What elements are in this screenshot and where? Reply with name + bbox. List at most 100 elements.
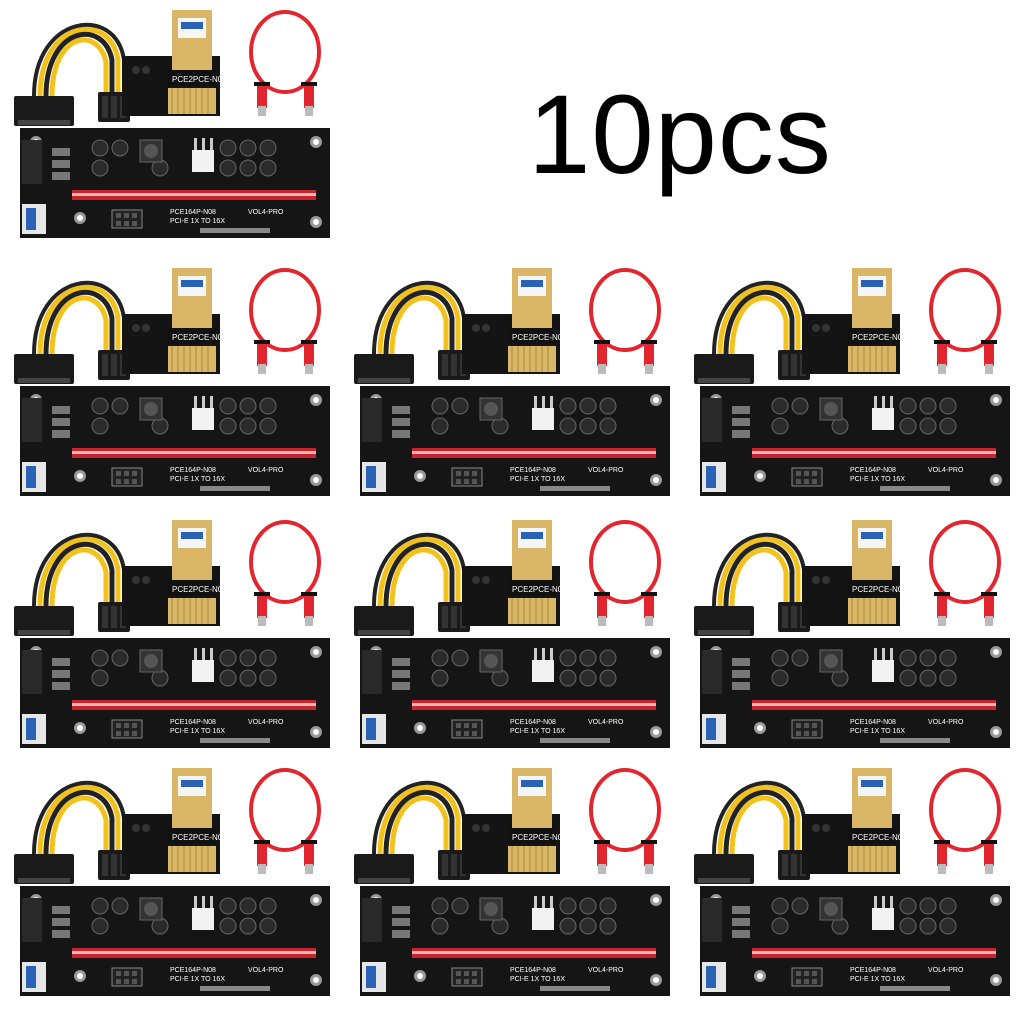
power-cable [354,780,470,884]
capacitors [91,397,277,435]
adapter-label: PCE2PCE-N05 [852,333,907,342]
riser-label-version: VOL4-PRO [928,467,964,474]
riser-board: PCE164P-N08 PCI-E 1X TO 16X VOL4-PRO [360,886,670,996]
pcie-1x-adapter: PCE2PCE-N05 [802,268,907,374]
adapter-label: PCE2PCE-N05 [172,833,227,842]
riser-kit-9: PCE2PCE-N05 [340,758,680,1008]
riser-board: PCE164P-N08 PCI-E 1X TO 16X VOL4-PRO [700,886,1010,996]
riser-label-version: VOL4-PRO [588,719,624,726]
usb-cable [929,768,1001,874]
sata-power-connector [694,606,754,636]
riser-kit-7: PCE2PCE-N05 [680,510,1020,760]
usb-cable [929,268,1001,374]
riser-label-spec: PCI-E 1X TO 16X [510,976,565,983]
power-cable [14,22,130,126]
riser-label-spec: PCI-E 1X TO 16X [170,728,225,735]
riser-kit-10: PCE2PCE-N05 [680,758,1020,1008]
capacitors [431,897,617,935]
riser-kit-1: PCE2PCE-N05 [0,0,340,250]
riser-label-model: PCE164P-N08 [170,467,216,474]
usb-cable [249,768,321,874]
riser-board: PCE164P-N08 PCI-E 1X TO 16X VOL4-PRO [20,638,330,748]
riser-board: PCE164P-N08 PCI-E 1X TO 16X VOL4-PRO [700,386,1010,496]
riser-kit-4: PCE2PCE-N05 [680,258,1020,508]
pcie-1x-adapter: PCE2PCE-N05 [802,520,907,626]
riser-label-version: VOL4-PRO [588,967,624,974]
sata-power-connector [694,354,754,384]
pcie-1x-adapter: PCE2PCE-N05 [122,268,227,374]
usb-cable [249,10,321,116]
riser-label-spec: PCI-E 1X TO 16X [850,476,905,483]
usb-cable [929,520,1001,626]
riser-label-model: PCE164P-N08 [170,719,216,726]
riser-label-version: VOL4-PRO [928,967,964,974]
riser-label-model: PCE164P-N08 [510,719,556,726]
power-cable [14,280,130,384]
sata-power-connector [354,606,414,636]
usb-cable [249,268,321,374]
gold-fingers [508,846,556,872]
riser-board: PCE164P-N08 PCI-E 1X TO 16X VOL4-PRO [360,638,670,748]
riser-label-spec: PCI-E 1X TO 16X [850,728,905,735]
adapter-label: PCE2PCE-N05 [172,333,227,342]
riser-board: PCE164P-N08 PCI-E 1X TO 16X VOL4-PRO [20,886,330,996]
pcie-1x-adapter: PCE2PCE-N05 [462,520,567,626]
sata-power-connector [354,854,414,884]
riser-label-spec: PCI-E 1X TO 16X [170,976,225,983]
gold-fingers [168,598,216,624]
adapter-label: PCE2PCE-N05 [512,833,567,842]
riser-label-spec: PCI-E 1X TO 16X [170,218,225,225]
riser-label-version: VOL4-PRO [248,467,284,474]
capacitors [91,649,277,687]
sata-power-connector [14,96,74,126]
adapter-label: PCE2PCE-N05 [512,585,567,594]
riser-kit-3: PCE2PCE-N05 [340,258,680,508]
headline-10pcs: 10pcs [528,72,832,197]
gold-fingers [848,846,896,872]
capacitors [771,397,957,435]
sata-power-connector [14,354,74,384]
riser-label-spec: PCI-E 1X TO 16X [850,976,905,983]
pcie-1x-adapter: PCE2PCE-N05 [122,520,227,626]
riser-label-model: PCE164P-N08 [850,967,896,974]
capacitors [771,897,957,935]
pcie-1x-adapter: PCE2PCE-N05 [122,768,227,874]
usb-cable [589,268,661,374]
power-cable [14,532,130,636]
pcie-1x-adapter: PCE2PCE-N05 [462,268,567,374]
riser-label-model: PCE164P-N08 [510,467,556,474]
riser-label-model: PCE164P-N08 [510,967,556,974]
riser-label-spec: PCI-E 1X TO 16X [510,728,565,735]
sata-power-connector [14,854,74,884]
riser-label-version: VOL4-PRO [588,467,624,474]
power-cable [354,280,470,384]
sata-power-connector [694,854,754,884]
sata-power-connector [14,606,74,636]
riser-label-model: PCE164P-N08 [850,719,896,726]
riser-kit-6: PCE2PCE-N05 [340,510,680,760]
capacitors [771,649,957,687]
gold-fingers [848,346,896,372]
capacitors [91,897,277,935]
power-cable [694,780,810,884]
riser-label-model: PCE164P-N08 [170,967,216,974]
riser-label-version: VOL4-PRO [248,967,284,974]
adapter-label: PCE2PCE-N05 [512,333,567,342]
adapter-label: PCE2PCE-N05 [172,585,227,594]
riser-kit-2: PCE2PCE-N05 [0,258,340,508]
pcie-1x-adapter: PCE2PCE-N05 [802,768,907,874]
capacitors [431,649,617,687]
gold-fingers [168,346,216,372]
power-cable [694,280,810,384]
riser-label-model: PCE164P-N08 [850,467,896,474]
adapter-label: PCE2PCE-N05 [852,833,907,842]
power-cable [14,780,130,884]
riser-kit-8: PCE2PCE-N05 [0,758,340,1008]
capacitors [431,397,617,435]
gold-fingers [168,846,216,872]
riser-board: PCE164P-N08 PCI-E 1X TO 16X VOL4-PRO [360,386,670,496]
gold-fingers [848,598,896,624]
pcie-1x-adapter: PCE2PCE-N05 [462,768,567,874]
gold-fingers [168,88,216,114]
usb-cable [589,520,661,626]
